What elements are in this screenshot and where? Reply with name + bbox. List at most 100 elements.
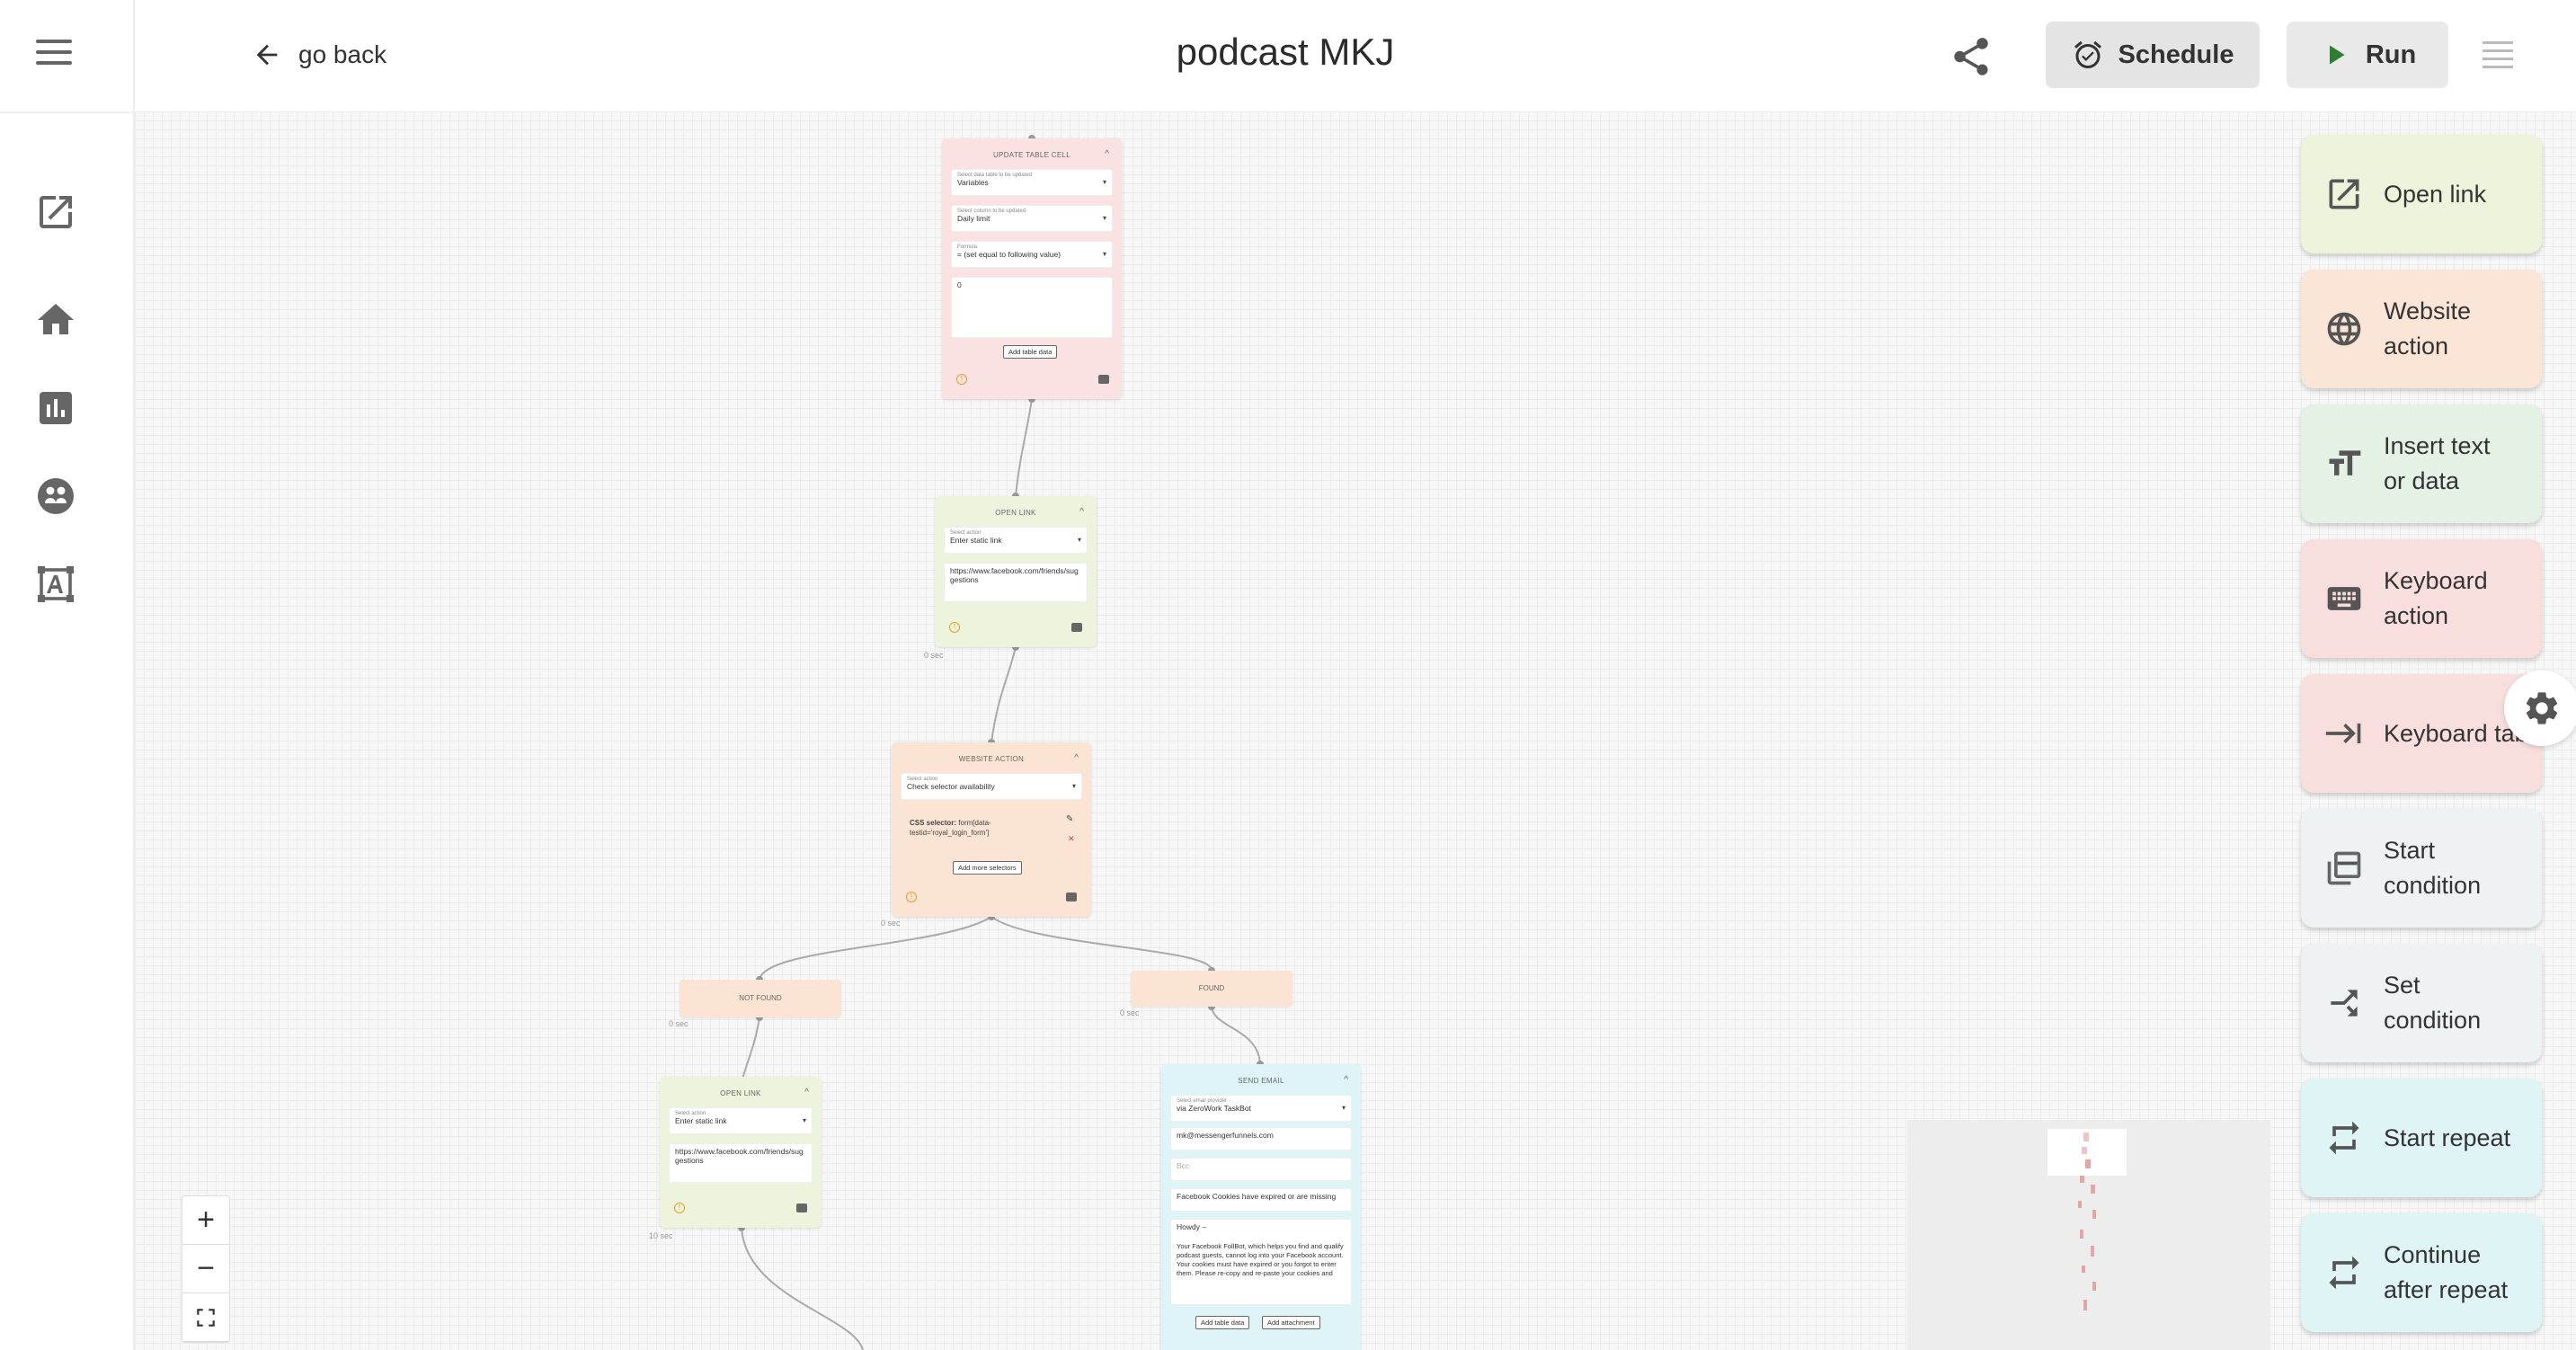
palette-item-continue-after-repeat[interactable]: Continue after repeat xyxy=(2301,1213,2542,1332)
website-action-node[interactable]: WEBSITE ACTION ^ Select action Check sel… xyxy=(892,742,1091,917)
update-table-cell-node[interactable]: UPDATE TABLE CELL ^ Select data table to… xyxy=(942,138,1122,399)
palette-item-open-link[interactable]: Open link xyxy=(2301,135,2542,253)
add-attachment-button[interactable]: Add attachment xyxy=(1262,1316,1320,1329)
action-select[interactable]: Select action Enter static link ▾ xyxy=(669,1107,813,1134)
node-title: OPEN LINK xyxy=(720,1089,761,1097)
group-icon[interactable] xyxy=(34,475,77,518)
collapse-icon[interactable]: ^ xyxy=(1344,1075,1348,1085)
collapse-icon[interactable]: ^ xyxy=(1074,753,1079,763)
minimap-nodes xyxy=(2078,1132,2096,1310)
dropdown-icon: ▾ xyxy=(1077,536,1081,544)
found-branch[interactable]: FOUND xyxy=(1131,971,1292,1007)
action-select[interactable]: Select action Check selector availabilit… xyxy=(901,773,1082,800)
open-link-node-2[interactable]: OPEN LINK ^ Select action Enter static l… xyxy=(660,1077,822,1228)
field-value: Check selector availability xyxy=(907,782,995,791)
add-table-data-button[interactable]: Add table data xyxy=(1003,345,1058,359)
collapse-icon[interactable]: ^ xyxy=(1105,149,1109,159)
node-title: UPDATE TABLE CELL xyxy=(992,151,1071,159)
formula-select[interactable]: Formula = (set equal to following value)… xyxy=(951,241,1113,268)
palette-item-label: Start condition xyxy=(2384,837,2482,899)
add-more-selectors-button[interactable]: Add more selectors xyxy=(953,861,1022,875)
field-value: Enter static link xyxy=(950,536,1002,545)
share-icon[interactable] xyxy=(1949,34,1994,79)
comment-icon[interactable] xyxy=(1071,623,1082,632)
gear-icon xyxy=(2526,692,2558,724)
fullscreen-icon xyxy=(197,1308,215,1327)
text-select-icon[interactable] xyxy=(34,563,77,606)
dropdown-icon: ▾ xyxy=(1102,250,1106,258)
tab-arrow-icon xyxy=(2325,724,2361,743)
zoom-in-button[interactable]: + xyxy=(182,1196,229,1245)
text-size-icon xyxy=(2329,450,2361,475)
warning-icon: ! xyxy=(949,622,960,633)
schedule-label: Schedule xyxy=(2118,40,2234,69)
settings-gear-button[interactable] xyxy=(2504,671,2576,746)
field-label: Select email provider xyxy=(1177,1098,1228,1104)
email-subject-input[interactable]: Facebook Cookies have expired or are mis… xyxy=(1170,1188,1352,1212)
alarm-clock-icon xyxy=(2074,40,2101,68)
field-value: https://www.facebook.com/friends/suggest… xyxy=(675,1147,804,1165)
warning-icon: ! xyxy=(956,374,967,385)
table-select[interactable]: Select data table to be updated Variable… xyxy=(951,169,1113,196)
play-icon xyxy=(2329,45,2345,65)
comment-icon[interactable] xyxy=(1066,893,1077,901)
dropdown-icon: ▾ xyxy=(1102,178,1106,186)
flow-canvas[interactable]: UPDATE TABLE CELL ^ Select data table to… xyxy=(135,111,2576,1350)
schedule-button[interactable]: Schedule xyxy=(2046,22,2260,88)
home-icon[interactable] xyxy=(34,298,77,342)
email-provider-select[interactable]: Select email provider via ZeroWork TaskB… xyxy=(1170,1095,1352,1122)
column-select[interactable]: Select column to be updated Daily limit … xyxy=(951,205,1113,232)
palette-item-start-repeat[interactable]: Start repeat xyxy=(2301,1079,2542,1197)
open-link-node[interactable]: OPEN LINK ^ Select action Enter static l… xyxy=(935,496,1097,647)
send-email-node[interactable]: SEND EMAIL ^ Select email provider via Z… xyxy=(1161,1064,1361,1350)
dropdown-icon: ▾ xyxy=(1102,214,1106,222)
url-input[interactable]: https://www.facebook.com/friends/suggest… xyxy=(669,1143,813,1183)
open-external-icon[interactable] xyxy=(34,191,77,234)
palette-item-label: Keyboard action xyxy=(2384,567,2488,629)
action-select[interactable]: Select action Enter static link ▾ xyxy=(944,527,1088,554)
palette-item-keyboard-action[interactable]: Keyboard action xyxy=(2301,539,2542,658)
go-back-button[interactable]: go back xyxy=(252,36,386,74)
email-to-input[interactable]: mk@messengerfunnels.com xyxy=(1170,1127,1352,1150)
minimap[interactable] xyxy=(1907,1120,2270,1350)
palette-item-start-condition[interactable]: Start condition xyxy=(2301,809,2542,928)
email-bcc-input[interactable]: Bcc xyxy=(1170,1158,1352,1181)
value-textarea[interactable]: 0 xyxy=(951,277,1113,338)
palette-item-website-action[interactable]: Website action xyxy=(2301,270,2542,388)
dropdown-icon: ▾ xyxy=(1341,1104,1346,1112)
zoom-out-button[interactable]: − xyxy=(182,1245,229,1293)
node-title: WEBSITE ACTION xyxy=(958,755,1025,763)
palette-item-label: Keyboard tab xyxy=(2384,719,2528,747)
fit-view-button[interactable] xyxy=(182,1293,229,1342)
layers-icon xyxy=(2327,851,2361,885)
collapse-icon[interactable]: ^ xyxy=(804,1088,809,1097)
selector-label: CSS selector: xyxy=(910,819,957,827)
go-back-label: go back xyxy=(298,40,387,68)
collapse-icon[interactable]: ^ xyxy=(1079,507,1084,517)
field-value: mk@messengerfunnels.com xyxy=(1177,1131,1274,1140)
bar-chart-icon[interactable] xyxy=(34,386,77,430)
menu-icon[interactable] xyxy=(36,40,72,68)
add-table-data-button[interactable]: Add table data xyxy=(1195,1316,1250,1329)
remove-icon[interactable]: ✕ xyxy=(1068,834,1075,843)
field-placeholder: Bcc xyxy=(1177,1161,1190,1170)
field-value: = (set equal to following value) xyxy=(957,250,1061,259)
palette-item-label: Start repeat xyxy=(2384,1124,2511,1151)
field-label: Select action xyxy=(675,1111,706,1116)
edit-icon[interactable]: ✎ xyxy=(1066,814,1074,824)
comment-icon[interactable] xyxy=(796,1203,807,1212)
palette-item-set-condition[interactable]: Set condition xyxy=(2301,944,2542,1062)
not-found-branch[interactable]: NOT FOUND xyxy=(680,980,841,1017)
warning-icon: ! xyxy=(674,1203,685,1213)
list-menu-icon[interactable] xyxy=(2483,41,2513,68)
run-button[interactable]: Run xyxy=(2287,22,2448,88)
open-link-icon xyxy=(2329,179,2359,209)
keyboard-icon xyxy=(2327,587,2361,610)
palette-item-label: Set condition xyxy=(2384,972,2482,1034)
palette-item-insert-text-or-data[interactable]: Insert text or data xyxy=(2301,404,2542,523)
palette-item-keyboard-tab[interactable]: Keyboard tab xyxy=(2301,674,2542,793)
comment-icon[interactable] xyxy=(1098,375,1109,384)
email-body-textarea[interactable]: Howdy – Your Facebook FollBot, which hel… xyxy=(1170,1219,1352,1305)
url-input[interactable]: https://www.facebook.com/friends/suggest… xyxy=(944,563,1088,602)
field-label: Formula xyxy=(957,244,978,250)
